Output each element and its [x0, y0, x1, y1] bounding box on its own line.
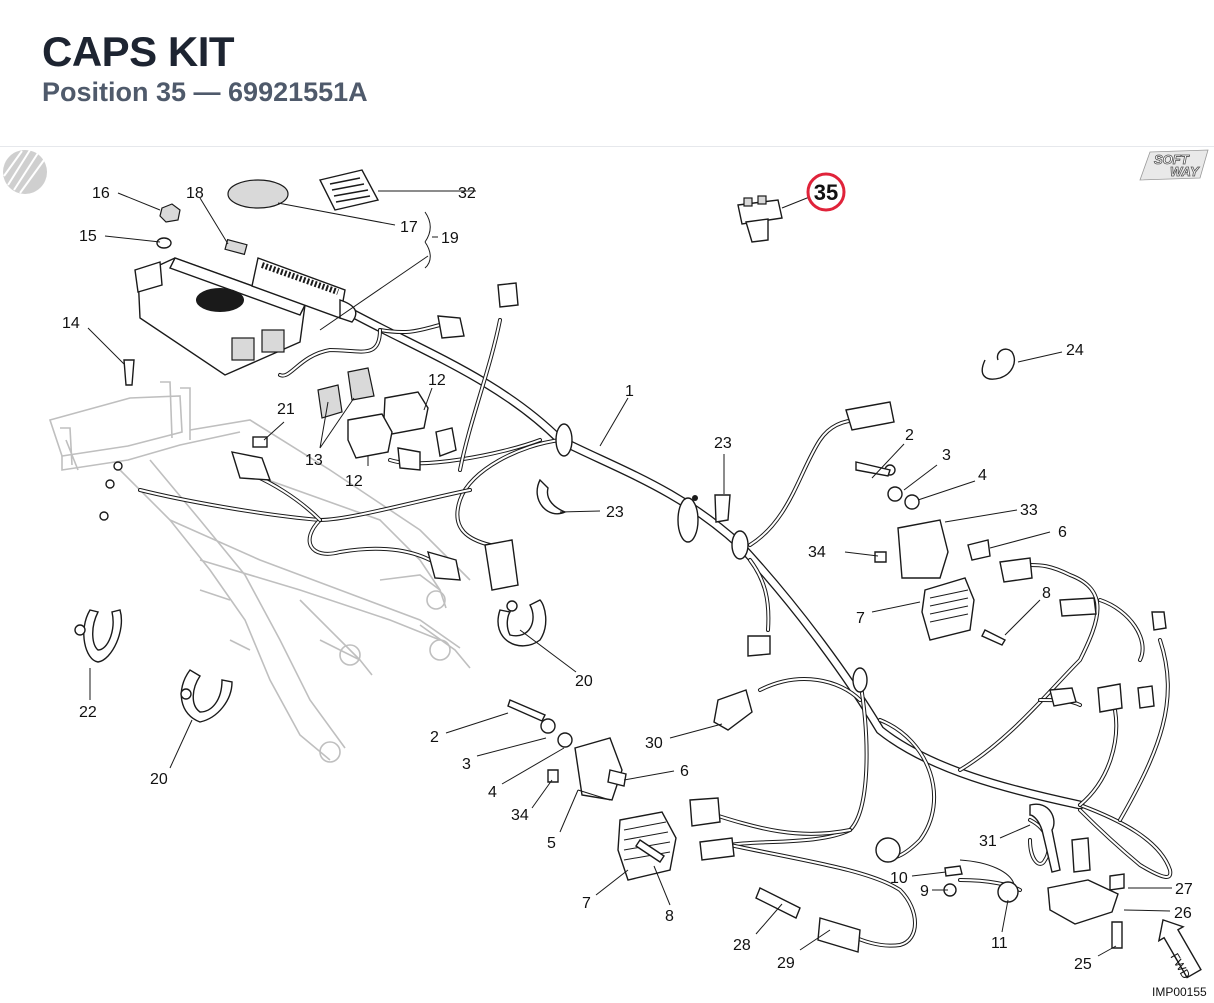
callout-21: 21 — [277, 401, 295, 418]
clip-23 — [536, 478, 567, 515]
callout-30: 30 — [645, 735, 663, 752]
clip-20b — [180, 669, 233, 723]
clip-23b — [714, 494, 731, 523]
sticker-label — [318, 169, 380, 211]
callout-26: 26 — [1174, 905, 1192, 922]
callout-20-right: 20 — [575, 673, 593, 690]
caps-kit-part — [737, 195, 783, 243]
callout-23-lower: 23 — [606, 504, 624, 521]
ignition-coil-lower — [507, 699, 677, 881]
callout-5: 5 — [547, 835, 556, 852]
callout-4-upper: 4 — [978, 467, 987, 484]
callout-34-upper: 34 — [808, 544, 826, 561]
washer — [156, 237, 172, 249]
callout-33: 33 — [1020, 502, 1038, 519]
callout-15: 15 — [79, 228, 97, 245]
callout-17: 17 — [400, 219, 418, 236]
callout-27: 27 — [1175, 881, 1193, 898]
callout-1: 1 — [625, 383, 634, 400]
nut — [159, 203, 181, 223]
callout-22: 22 — [79, 704, 97, 721]
gasket — [227, 179, 289, 209]
image-code: IMP00155 — [1152, 985, 1207, 999]
connectors — [99, 282, 1167, 827]
small-cap — [224, 238, 248, 256]
stud-screw — [123, 359, 135, 386]
relays — [347, 391, 429, 459]
callout-25: 25 — [1074, 956, 1092, 973]
sensor-parts — [699, 597, 1125, 953]
callout-12-lower: 12 — [345, 473, 363, 490]
callout-20-left: 20 — [150, 771, 168, 788]
callout-12-upper: 12 — [428, 372, 446, 389]
callout-28: 28 — [733, 937, 751, 954]
callout-13: 13 — [305, 452, 323, 469]
cable-clip — [981, 348, 1016, 380]
callout-31: 31 — [979, 833, 997, 850]
leader-lines — [87, 190, 1172, 957]
callout-6-lower: 6 — [680, 763, 689, 780]
callout-10: 10 — [890, 870, 908, 887]
svg-text:WAY: WAY — [1170, 164, 1200, 179]
callout-16: 16 — [92, 185, 110, 202]
callout-9: 9 — [920, 883, 929, 900]
callout-32: 32 — [458, 185, 476, 202]
callout-4-lower: 4 — [488, 784, 497, 801]
callout-8-lower: 8 — [665, 908, 674, 925]
motorcycle-frame — [48, 381, 471, 763]
page-subtitle: Position 35 — 69921551A — [42, 77, 368, 107]
callout-11: 11 — [991, 935, 1008, 952]
callout-2-lower: 2 — [430, 729, 439, 746]
callout-3-lower: 3 — [462, 756, 471, 773]
softway-logo: SOFT WAY — [1139, 149, 1209, 181]
callout-19: 19 — [441, 230, 459, 247]
callout-24: 24 — [1066, 342, 1084, 359]
callout-3-upper: 3 — [942, 447, 951, 464]
header: CAPS KIT Position 35 — 69921551A — [0, 0, 1214, 147]
callout-14: 14 — [62, 315, 80, 332]
clip-22 — [83, 609, 122, 663]
callout-7-lower: 7 — [582, 895, 591, 912]
callout-6-upper: 6 — [1058, 524, 1067, 541]
callout-2-upper: 2 — [905, 427, 914, 444]
highlight-callout-35: 35 — [806, 172, 846, 212]
clip-20a — [497, 599, 547, 647]
forward-direction-icon: FWD — [1157, 918, 1202, 982]
callout-8-upper: 8 — [1042, 585, 1051, 602]
ignition-coil-upper — [855, 461, 1006, 646]
callout-29: 29 — [777, 955, 795, 972]
svg-text:SOFT: SOFT — [1154, 152, 1190, 167]
svg-text:35: 35 — [814, 180, 838, 205]
callout-7-upper: 7 — [856, 610, 865, 627]
manufacturer-emblem-icon — [3, 149, 47, 194]
callout-23-upper: 23 — [714, 435, 732, 452]
callout-labels: 16 18 32 15 17 19 14 24 12 12 1 21 13 2 … — [62, 185, 1193, 973]
page-title: CAPS KIT — [42, 28, 235, 75]
callout-18: 18 — [186, 185, 204, 202]
ecu-control-unit — [134, 257, 306, 376]
relay-caps — [317, 367, 375, 419]
callout-34-lower: 34 — [511, 807, 529, 824]
